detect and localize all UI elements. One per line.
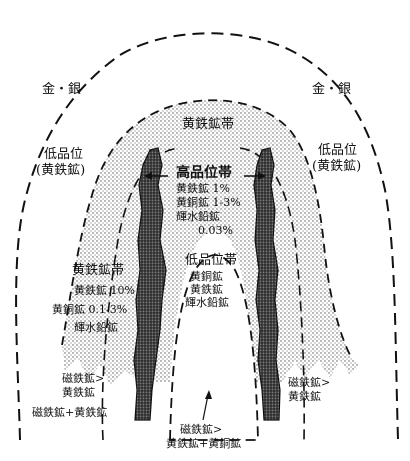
label-bottom-center-2: 黄鉄鉱+黄銅鉱 — [166, 436, 241, 450]
high-grade-column-right — [253, 147, 281, 421]
label-low-grade-left-1: 低品位 — [44, 147, 83, 162]
label-magnetite-pyrite-left-2: 黄鉄鉱 — [62, 385, 95, 399]
high-grade-column-left — [133, 147, 167, 421]
label-low-grade-left-2: (黄鉄鉱) — [36, 162, 85, 178]
label-magnetite-plus-pyrite: 磁鉄鉱+黄鉄鉱 — [32, 405, 107, 419]
arrow-bottom — [202, 394, 209, 421]
label-pyrite-zone-top: 黄鉄鉱帯 — [182, 116, 234, 132]
label-gold-silver-right: 金・銀 — [312, 81, 351, 97]
label-low-grade-core-line-3: 輝水鉛鉱 — [185, 295, 229, 309]
pyrite-shell-outline — [61, 99, 351, 356]
label-magnetite-pyrite-right-1: 磁鉄鉱> — [288, 375, 330, 389]
arrowhead-bottom — [205, 390, 212, 399]
low-grade-core — [169, 254, 259, 441]
label-pyrite-zone-left-line-3: 輝水鉛鉱 — [74, 320, 118, 334]
label-gold-silver-left: 金・銀 — [42, 81, 81, 97]
label-high-grade-line-2: 黄銅鉱 1-3% — [176, 195, 241, 209]
label-pyrite-zone-left-line-2: 黄銅鉱 0.1-3% — [52, 302, 127, 316]
label-magnetite-pyrite-right-2: 黄鉄鉱 — [288, 389, 321, 403]
label-low-grade-right-2: (黄鉄鉱) — [312, 158, 361, 174]
label-low-grade-core-line-2: 黄鉄鉱 — [190, 282, 223, 296]
arrowhead-right — [258, 172, 266, 180]
inner-dashed-boundary-right — [239, 147, 305, 441]
label-low-grade-core-title: 低品位帯 — [185, 253, 237, 268]
label-bottom-center-1: 磁鉄鉱> — [180, 422, 222, 436]
outer-dashed-boundary — [15, 32, 399, 441]
label-low-grade-right-1: 低品位 — [318, 143, 357, 158]
label-magnetite-pyrite-left-1: 磁鉄鉱> — [62, 371, 104, 385]
label-high-grade-line-3: 輝水鉛鉱 — [176, 209, 220, 223]
label-low-grade-core-line-1: 黄銅鉱 — [190, 269, 223, 283]
arrowhead-left — [144, 172, 152, 180]
label-pyrite-zone-left-title: 黄鉄鉱帯 — [72, 262, 124, 278]
label-high-grade-line-4: 0.03% — [198, 224, 233, 237]
inner-dashed-boundary — [101, 147, 181, 441]
label-pyrite-zone-left-line-1: 黄鉄鉱 10% — [74, 283, 135, 297]
label-high-grade-line-1: 黄鉄鉱 1% — [176, 181, 230, 195]
label-high-grade-title: 高品位帯 — [176, 164, 232, 181]
